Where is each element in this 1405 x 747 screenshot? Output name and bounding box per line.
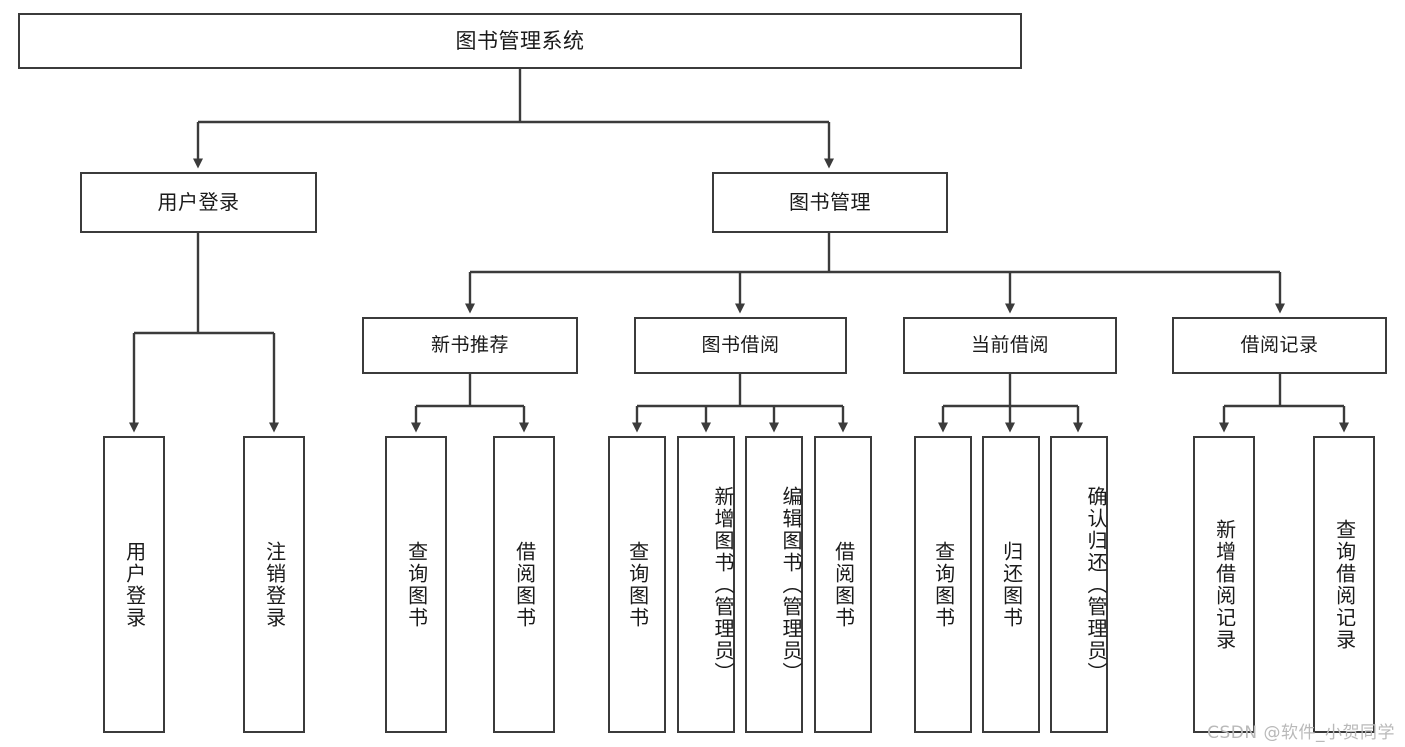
node-label: 用户登录 <box>157 189 240 214</box>
node-label: 查询图书 <box>404 540 429 629</box>
node-label: 查询图书 <box>931 540 956 629</box>
node-label: 新增图书（管理员） <box>711 485 735 684</box>
leaf-confirm-return-admin[interactable]: 确认归还（管理员） <box>1050 436 1108 733</box>
node-label: 图书管理 <box>789 189 871 214</box>
node-current-borrow[interactable]: 当前借阅 <box>903 317 1117 374</box>
leaf-query-book-borrow[interactable]: 查询图书 <box>608 436 666 733</box>
leaf-add-book-admin[interactable]: 新增图书（管理员） <box>677 436 735 733</box>
node-label: 借阅记录 <box>1240 334 1319 357</box>
leaf-query-borrow-record[interactable]: 查询借阅记录 <box>1313 436 1375 733</box>
node-label: 图书借阅 <box>701 334 780 357</box>
node-label: 借阅图书 <box>831 540 856 629</box>
node-label: 查询图书 <box>625 540 650 629</box>
leaf-borrow-book-recommend[interactable]: 借阅图书 <box>493 436 555 733</box>
node-label: 借阅图书 <box>512 540 537 629</box>
node-new-book-recommend[interactable]: 新书推荐 <box>362 317 578 374</box>
leaf-query-book-current[interactable]: 查询图书 <box>914 436 972 733</box>
leaf-user-login[interactable]: 用户登录 <box>103 436 165 733</box>
node-label: 注销登录 <box>262 540 287 629</box>
node-label: 编辑图书（管理员） <box>779 485 803 684</box>
node-label: 新增借阅记录 <box>1212 518 1237 651</box>
node-label: 当前借阅 <box>970 334 1049 357</box>
node-label: 用户登录 <box>122 540 147 629</box>
leaf-borrow-book[interactable]: 借阅图书 <box>814 436 872 733</box>
node-label: 图书管理系统 <box>455 28 585 53</box>
leaf-edit-book-admin[interactable]: 编辑图书（管理员） <box>745 436 803 733</box>
leaf-query-book-recommend[interactable]: 查询图书 <box>385 436 447 733</box>
node-label: 查询借阅记录 <box>1332 518 1357 651</box>
csdn-watermark: CSDN @软件_小贺同学 <box>1207 723 1395 743</box>
node-book-borrow[interactable]: 图书借阅 <box>634 317 847 374</box>
leaf-return-book[interactable]: 归还图书 <box>982 436 1040 733</box>
node-label: 归还图书 <box>999 540 1024 629</box>
leaf-logout[interactable]: 注销登录 <box>243 436 305 733</box>
leaf-add-borrow-record[interactable]: 新增借阅记录 <box>1193 436 1255 733</box>
node-root-book-management-system[interactable]: 图书管理系统 <box>18 13 1022 69</box>
node-borrow-record[interactable]: 借阅记录 <box>1172 317 1387 374</box>
node-user-login[interactable]: 用户登录 <box>80 172 317 233</box>
node-book-management[interactable]: 图书管理 <box>712 172 948 233</box>
node-label: 确认归还（管理员） <box>1084 485 1108 684</box>
node-label: 新书推荐 <box>430 334 509 357</box>
